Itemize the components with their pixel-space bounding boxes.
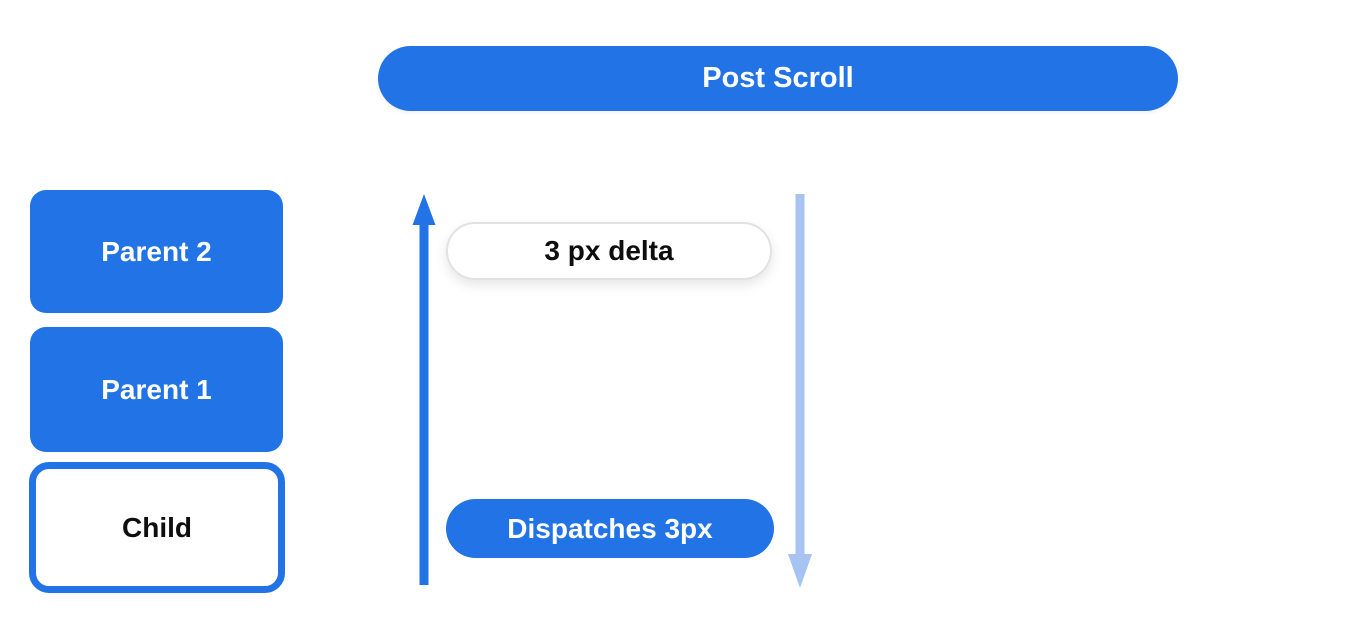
child-box: Child (29, 462, 285, 593)
delta-pill: 3 px delta (446, 222, 772, 280)
parent-2-box: Parent 2 (30, 190, 283, 313)
downward-arrow-icon (788, 194, 812, 588)
post-scroll-banner: Post Scroll (378, 46, 1178, 111)
upward-arrow-icon (412, 194, 436, 585)
dispatches-pill: Dispatches 3px (446, 499, 774, 558)
parent-1-box: Parent 1 (30, 327, 283, 452)
